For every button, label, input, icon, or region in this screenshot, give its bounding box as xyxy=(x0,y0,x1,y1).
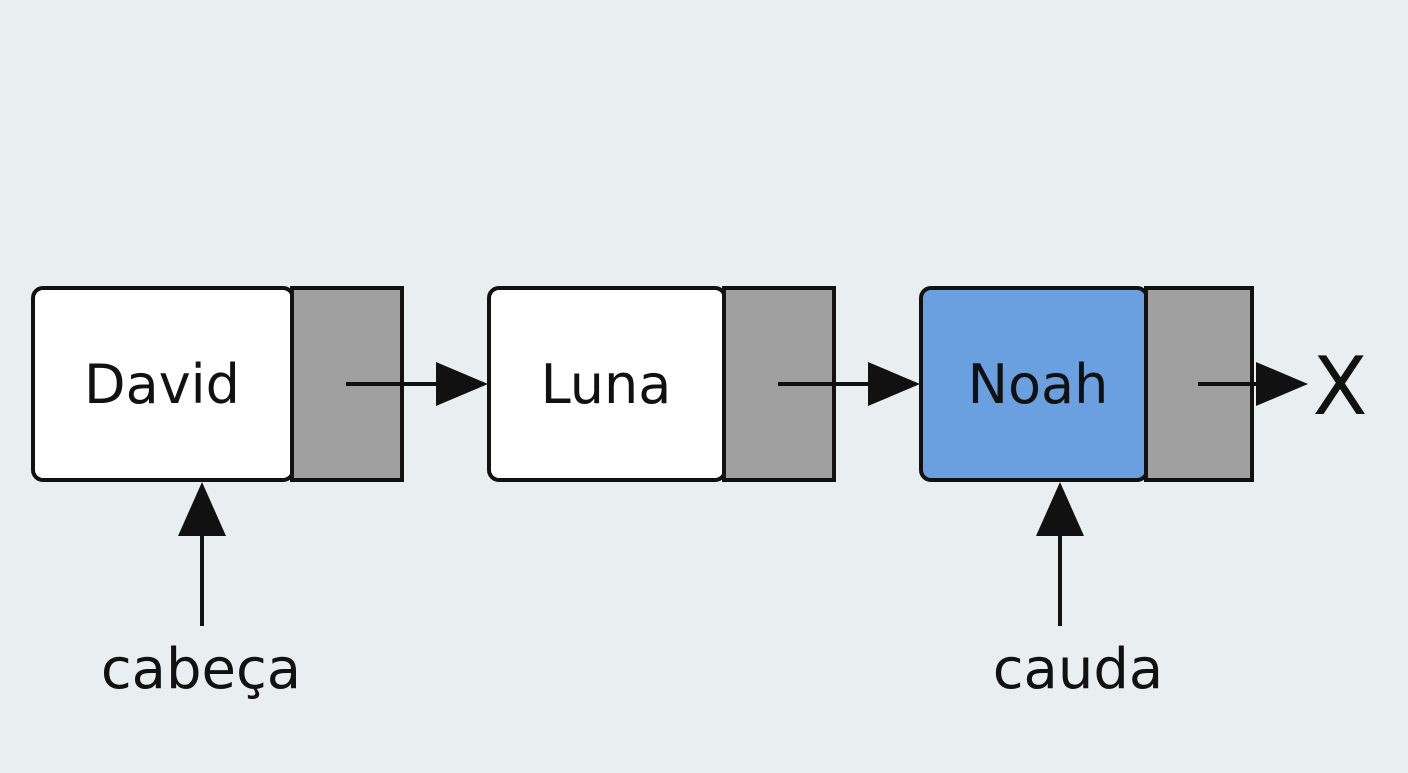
head-label: cabeça xyxy=(101,637,301,702)
tail-label: cauda xyxy=(993,637,1163,702)
arrowhead-icon xyxy=(436,362,488,406)
null-marker: X xyxy=(1313,340,1368,433)
node-2-label: Noah xyxy=(968,353,1109,416)
node-0-label: David xyxy=(84,353,240,416)
arrowhead-icon xyxy=(868,362,920,406)
tail-pointer: cauda xyxy=(993,482,1163,702)
node-1-label: Luna xyxy=(541,353,672,416)
link-arrow-2-null xyxy=(1198,362,1308,406)
head-pointer: cabeça xyxy=(101,482,301,702)
arrowhead-icon xyxy=(1036,482,1084,536)
arrowhead-icon xyxy=(178,482,226,536)
link-arrow-0-1 xyxy=(346,362,488,406)
arrowhead-icon xyxy=(1256,362,1308,406)
link-arrow-1-2 xyxy=(778,362,920,406)
